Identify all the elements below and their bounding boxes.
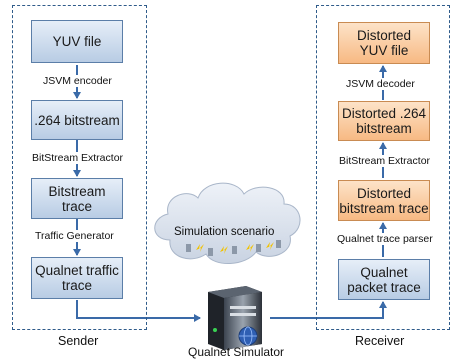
edge-label-jsvm-decoder: JSVM decoder [345,78,416,90]
simulation-cloud-icon [154,182,301,265]
edge-label-bitstream-extractor-receiver: BitStream Extractor [338,155,432,167]
yuv-file-box: YUV file [31,20,123,63]
receiver-title: Receiver [355,334,405,348]
bitstream-trace-box: Bitstream trace [31,178,123,219]
sender-group [12,5,147,330]
distorted-yuv-file-box: Distorted YUV file [338,22,430,64]
edge-label-bitstream-extractor-sender: BitStream Extractor [31,152,125,164]
qualnet-traffic-trace-box: Qualnet traffic trace [31,257,123,299]
arrow-simulator-to-receiver [270,301,387,319]
bitstream-264-box: .264 bitstream [31,100,123,140]
server-label: Qualnet Simulator [188,345,285,359]
server-icon [208,286,262,350]
edge-label-qualnet-trace-parser: Qualnet trace parser [336,233,434,245]
edge-label-jsvm-encoder: JSVM encoder [42,75,113,87]
cloud-label: Simulation scenario [174,226,275,238]
distorted-264-bitstream-box: Distorted .264 bitstream [338,101,430,141]
arrow-sender-to-simulator [76,300,201,322]
sender-title: Sender [58,334,99,348]
edge-label-traffic-generator: Traffic Generator [34,230,115,242]
qualnet-packet-trace-box: Qualnet packet trace [338,259,430,300]
distorted-bitstream-trace-box: Distorted bitstream trace [338,180,430,221]
